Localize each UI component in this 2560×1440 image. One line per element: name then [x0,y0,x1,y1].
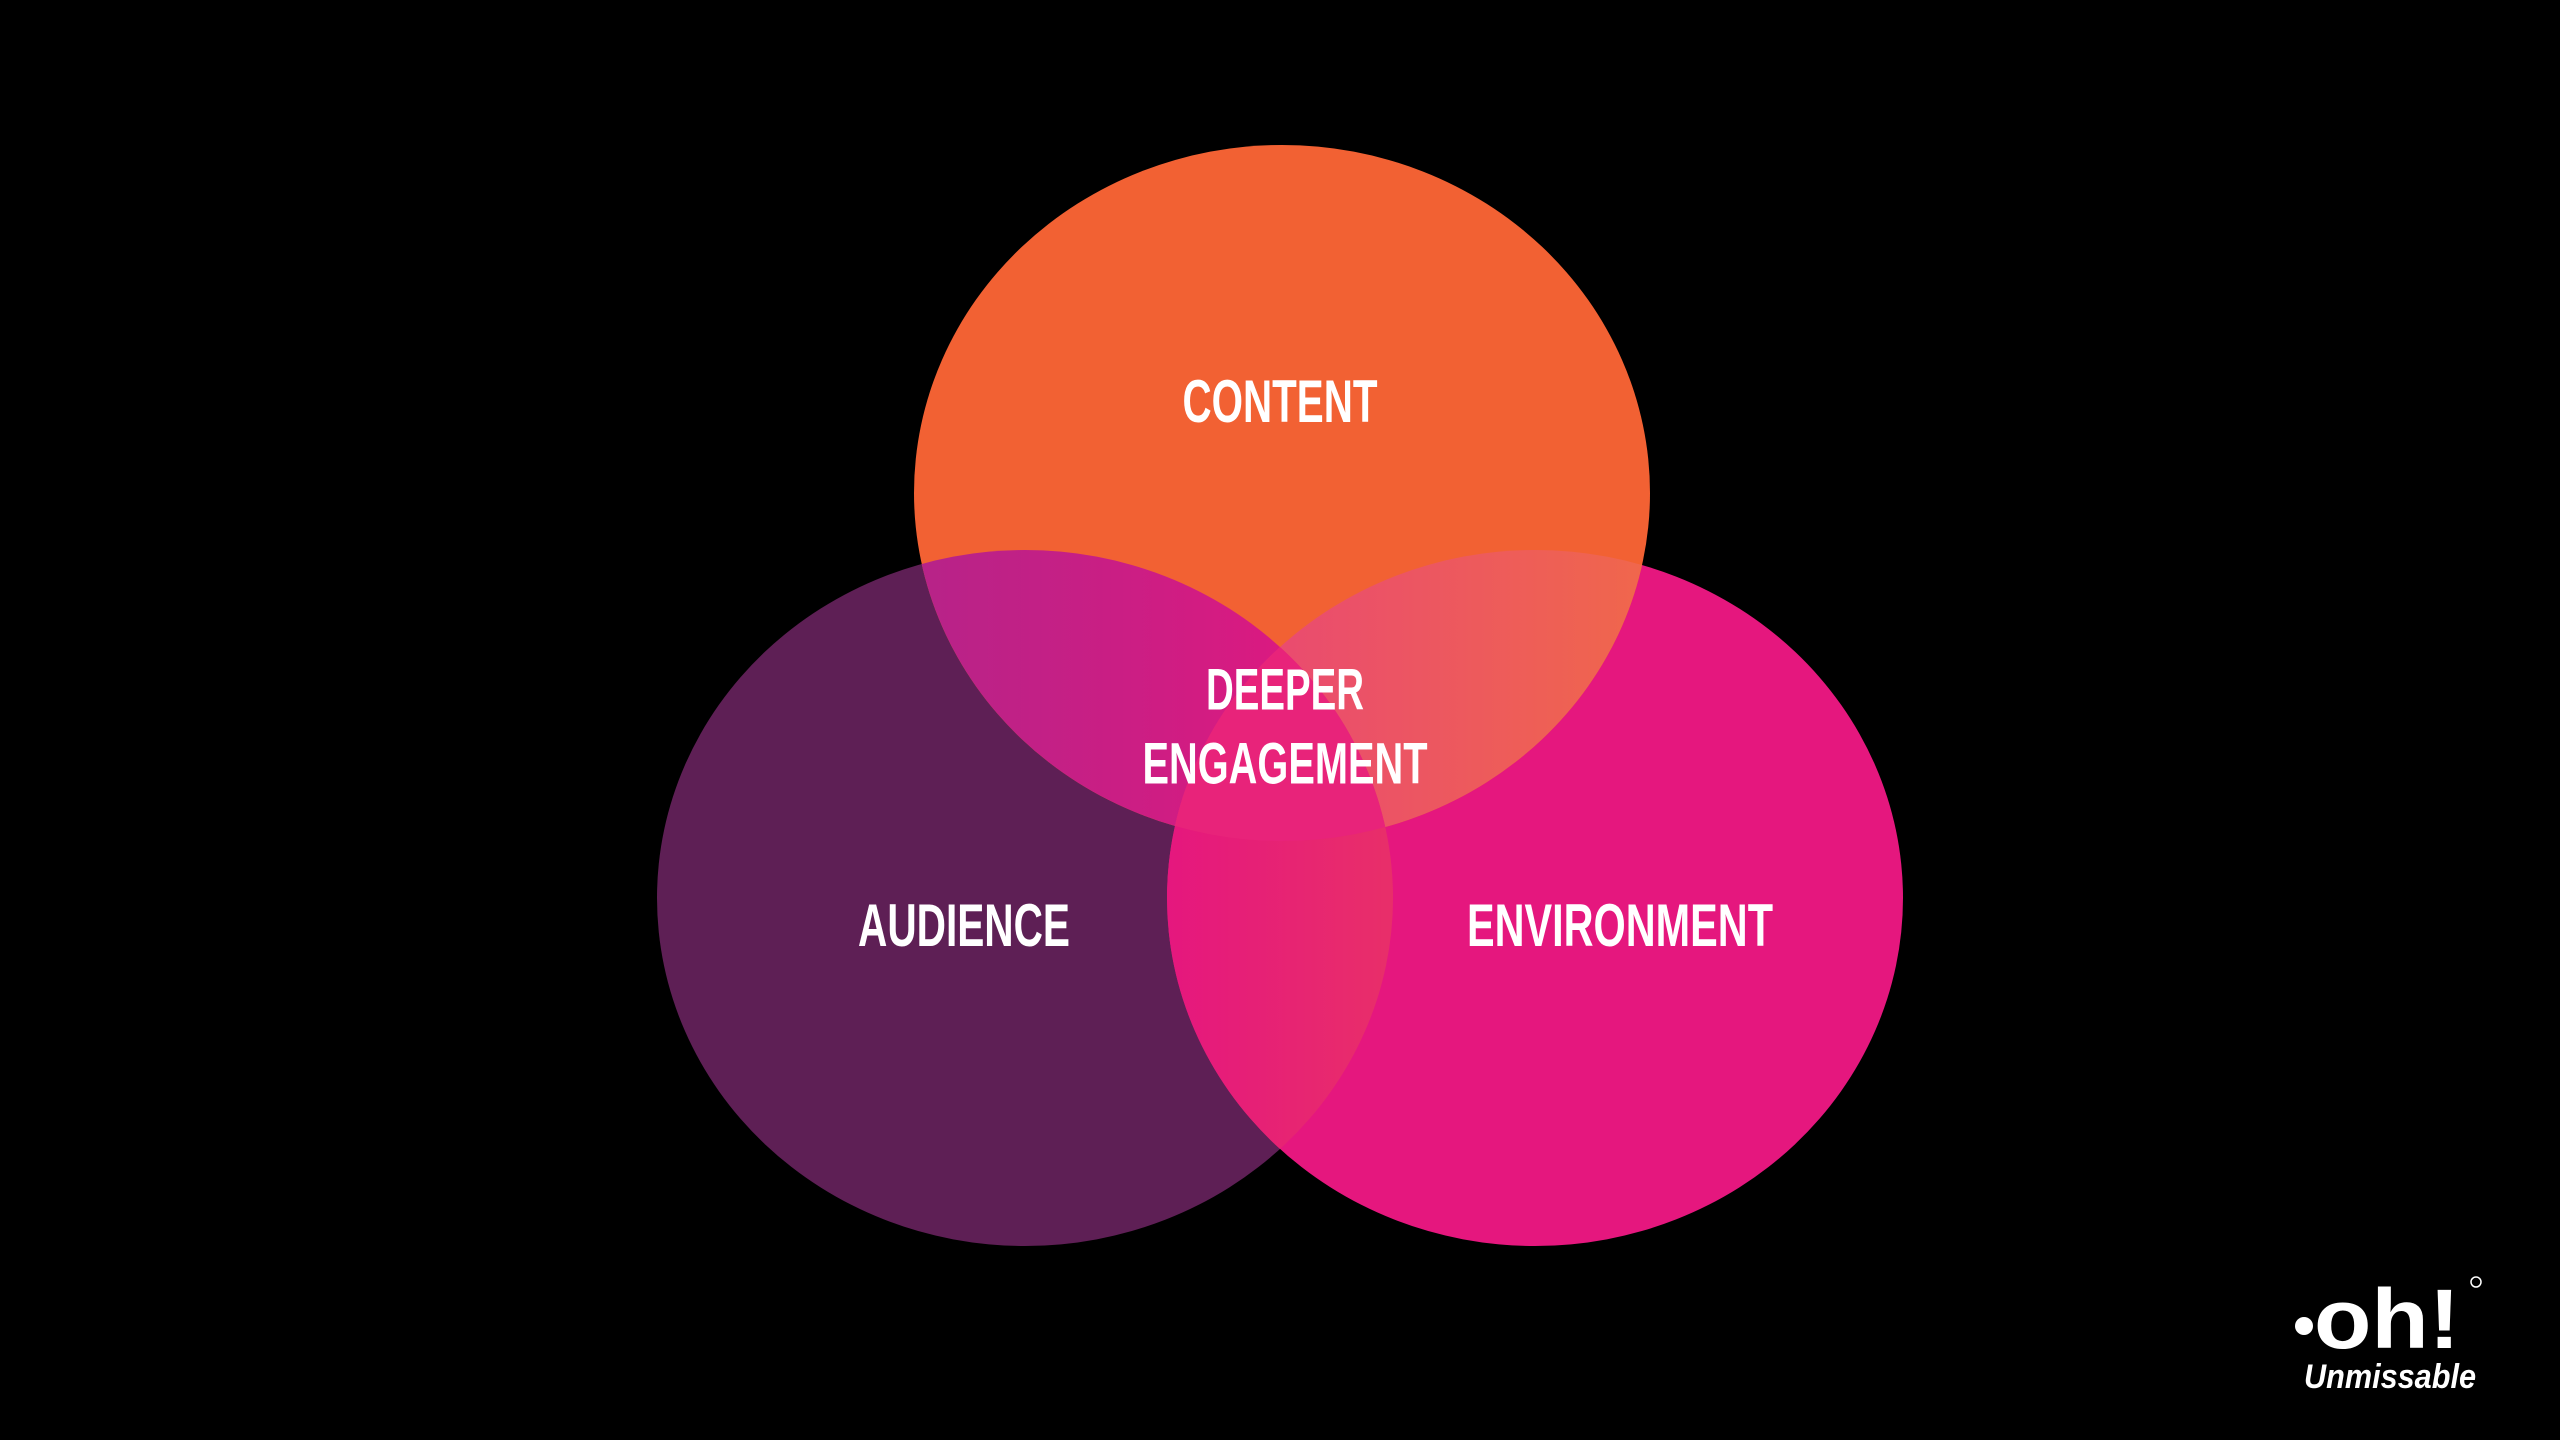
center-label-line2: ENGAGEMENT [1143,731,1428,796]
logo-wordmark: oh! [2314,1272,2460,1366]
brand-logo: oh! Unmissable [2295,1272,2482,1396]
content-audience-overlap [914,550,1393,841]
environment-label: ENVIRONMENT [1467,892,1773,959]
content-label: CONTENT [1183,368,1378,435]
center-label-line1: DEEPER [1206,657,1364,722]
audience-label: AUDIENCE [858,892,1070,959]
logo-tagline: Unmissable [2304,1358,2476,1396]
oh-logo-mark: oh! Unmissable [2295,1272,2482,1396]
content-environment-overlap [1167,550,1650,841]
